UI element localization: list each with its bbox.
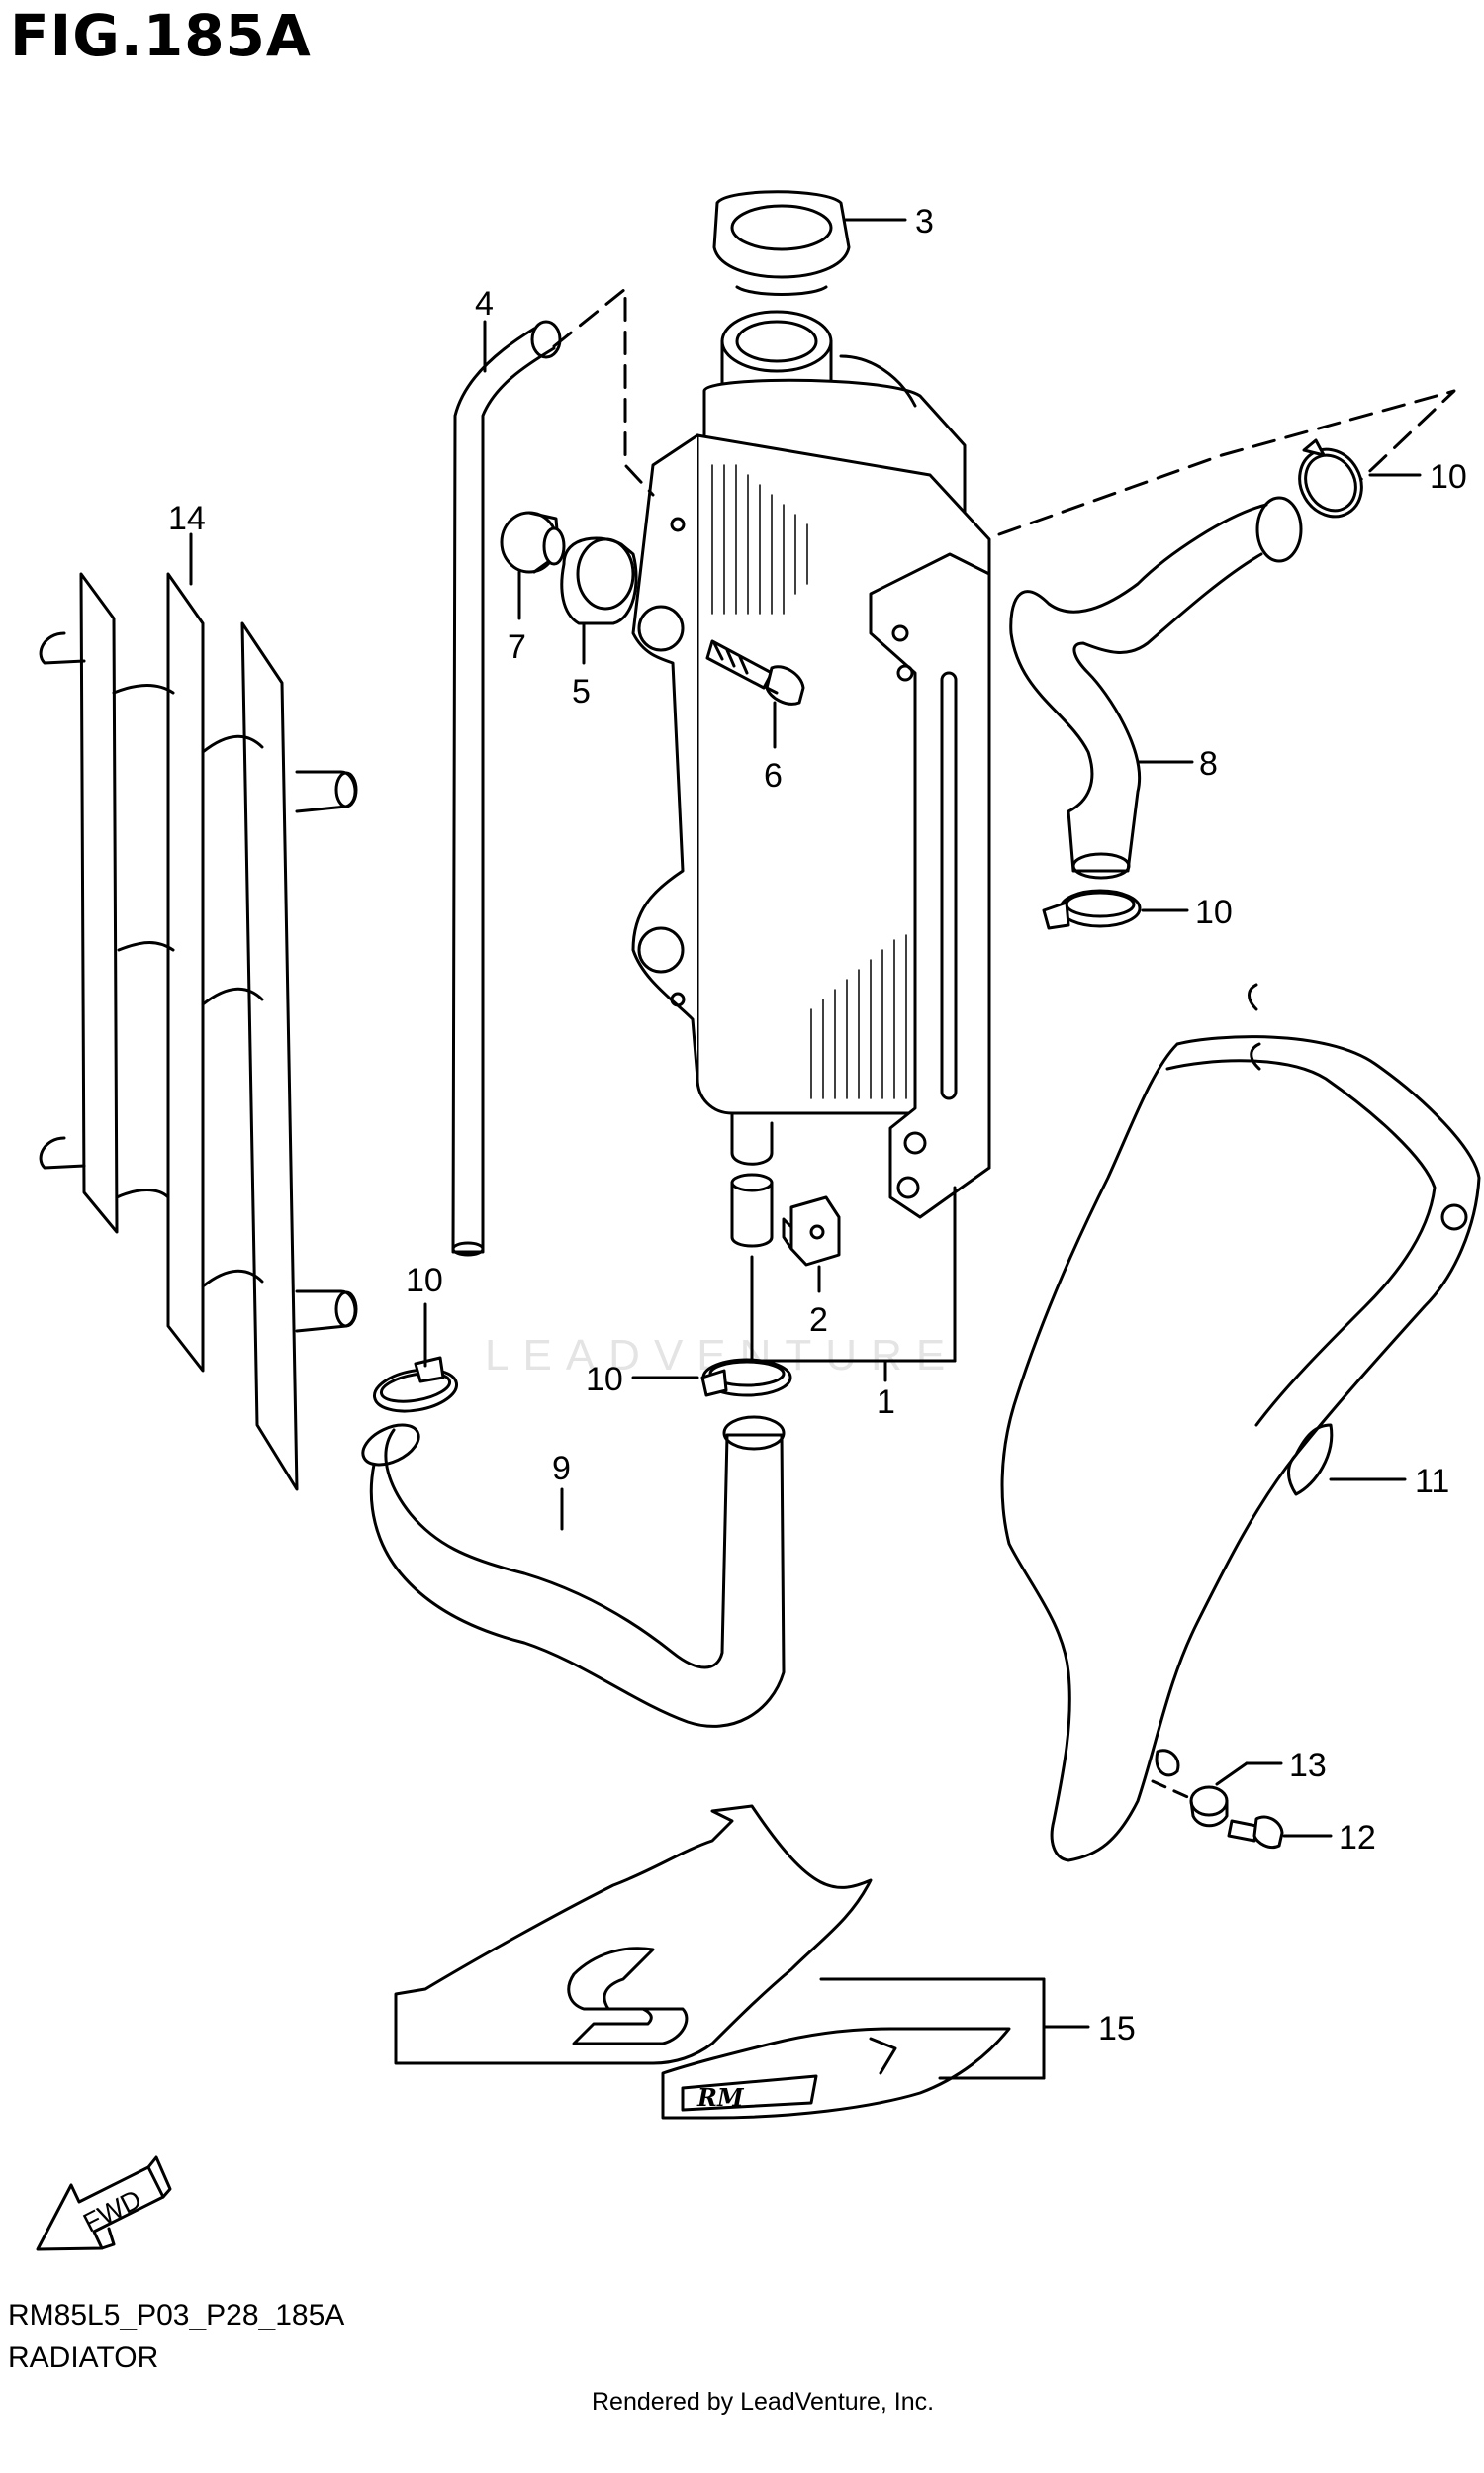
part-10-clamp-left[interactable] — [371, 1356, 460, 1417]
svg-text:14: 14 — [168, 500, 206, 537]
callout-5: 5 — [572, 621, 591, 711]
part-8-upper-hose[interactable] — [1009, 496, 1303, 880]
callout-4: 4 — [475, 285, 655, 497]
svg-text:5: 5 — [572, 673, 591, 711]
fwd-arrow-icon — [36, 2155, 172, 2251]
part-2-clip-nut[interactable] — [782, 1195, 841, 1267]
callout-10-left: 10 — [406, 1262, 443, 1368]
callout-12: 12 — [1282, 1819, 1376, 1856]
svg-text:10: 10 — [586, 1361, 623, 1398]
svg-text:15: 15 — [1098, 2010, 1136, 2047]
callout-10-upper: 10 — [1368, 458, 1467, 496]
svg-text:9: 9 — [552, 1450, 571, 1487]
svg-text:10: 10 — [406, 1262, 443, 1299]
part-9-lower-hose[interactable] — [357, 1415, 786, 1728]
part-13-collar[interactable] — [1189, 1785, 1229, 1828]
callout-6: 6 — [764, 701, 783, 795]
figure-title: FIG.185A — [10, 2, 312, 69]
svg-text:4: 4 — [475, 285, 494, 323]
part-1-radiator[interactable] — [631, 310, 991, 1248]
svg-text:10: 10 — [1430, 458, 1467, 496]
callout-15: 15 — [819, 1977, 1136, 2080]
part-11-radiator-cover[interactable] — [1000, 983, 1481, 1862]
part-14-radiator-louver[interactable] — [39, 572, 358, 1491]
callout-7: 7 — [508, 570, 526, 666]
callout-2: 2 — [809, 1265, 828, 1339]
part-10-clamp-upper[interactable] — [1288, 438, 1374, 528]
svg-text:8: 8 — [1199, 745, 1218, 783]
callout-13: 13 — [1151, 1747, 1327, 1801]
part-4-breather-hose[interactable] — [451, 320, 562, 1257]
part-15-decal-set[interactable] — [394, 1804, 1011, 2120]
svg-text:1: 1 — [877, 1383, 895, 1421]
svg-text:6: 6 — [764, 757, 783, 795]
svg-text:10: 10 — [1195, 894, 1233, 931]
svg-text:7: 7 — [508, 628, 526, 666]
svg-text:3: 3 — [915, 203, 934, 240]
part-5-cushion[interactable] — [560, 536, 638, 625]
part-3-radiator-cap[interactable] — [712, 190, 851, 296]
callout-8: 8 — [997, 389, 1456, 783]
callout-3: 3 — [844, 203, 934, 240]
part-10-clamp-middle[interactable] — [1042, 889, 1142, 930]
callout-14: 14 — [168, 500, 206, 586]
part-12-bolt[interactable] — [1227, 1815, 1284, 1850]
rendered-by-text: Rendered by LeadVenture, Inc. — [592, 2388, 935, 2416]
figure-name: RADIATOR — [8, 2341, 159, 2374]
callout-10-lower: 10 — [586, 1265, 754, 1398]
part-6-bolt[interactable] — [705, 639, 805, 706]
callout-11: 11 — [1329, 1463, 1449, 1500]
part-10-clamp-lower[interactable] — [700, 1358, 792, 1397]
decal-rm-label: RM — [696, 2083, 745, 2112]
svg-text:13: 13 — [1289, 1747, 1327, 1784]
callout-9: 9 — [552, 1450, 571, 1531]
part-7-collar[interactable] — [500, 511, 566, 574]
svg-text:2: 2 — [809, 1301, 828, 1339]
svg-text:12: 12 — [1339, 1819, 1376, 1856]
svg-text:11: 11 — [1415, 1463, 1449, 1500]
callout-10-middle: 10 — [1141, 894, 1233, 931]
figure-code: RM85L5_P03_P28_185A — [8, 2299, 345, 2331]
